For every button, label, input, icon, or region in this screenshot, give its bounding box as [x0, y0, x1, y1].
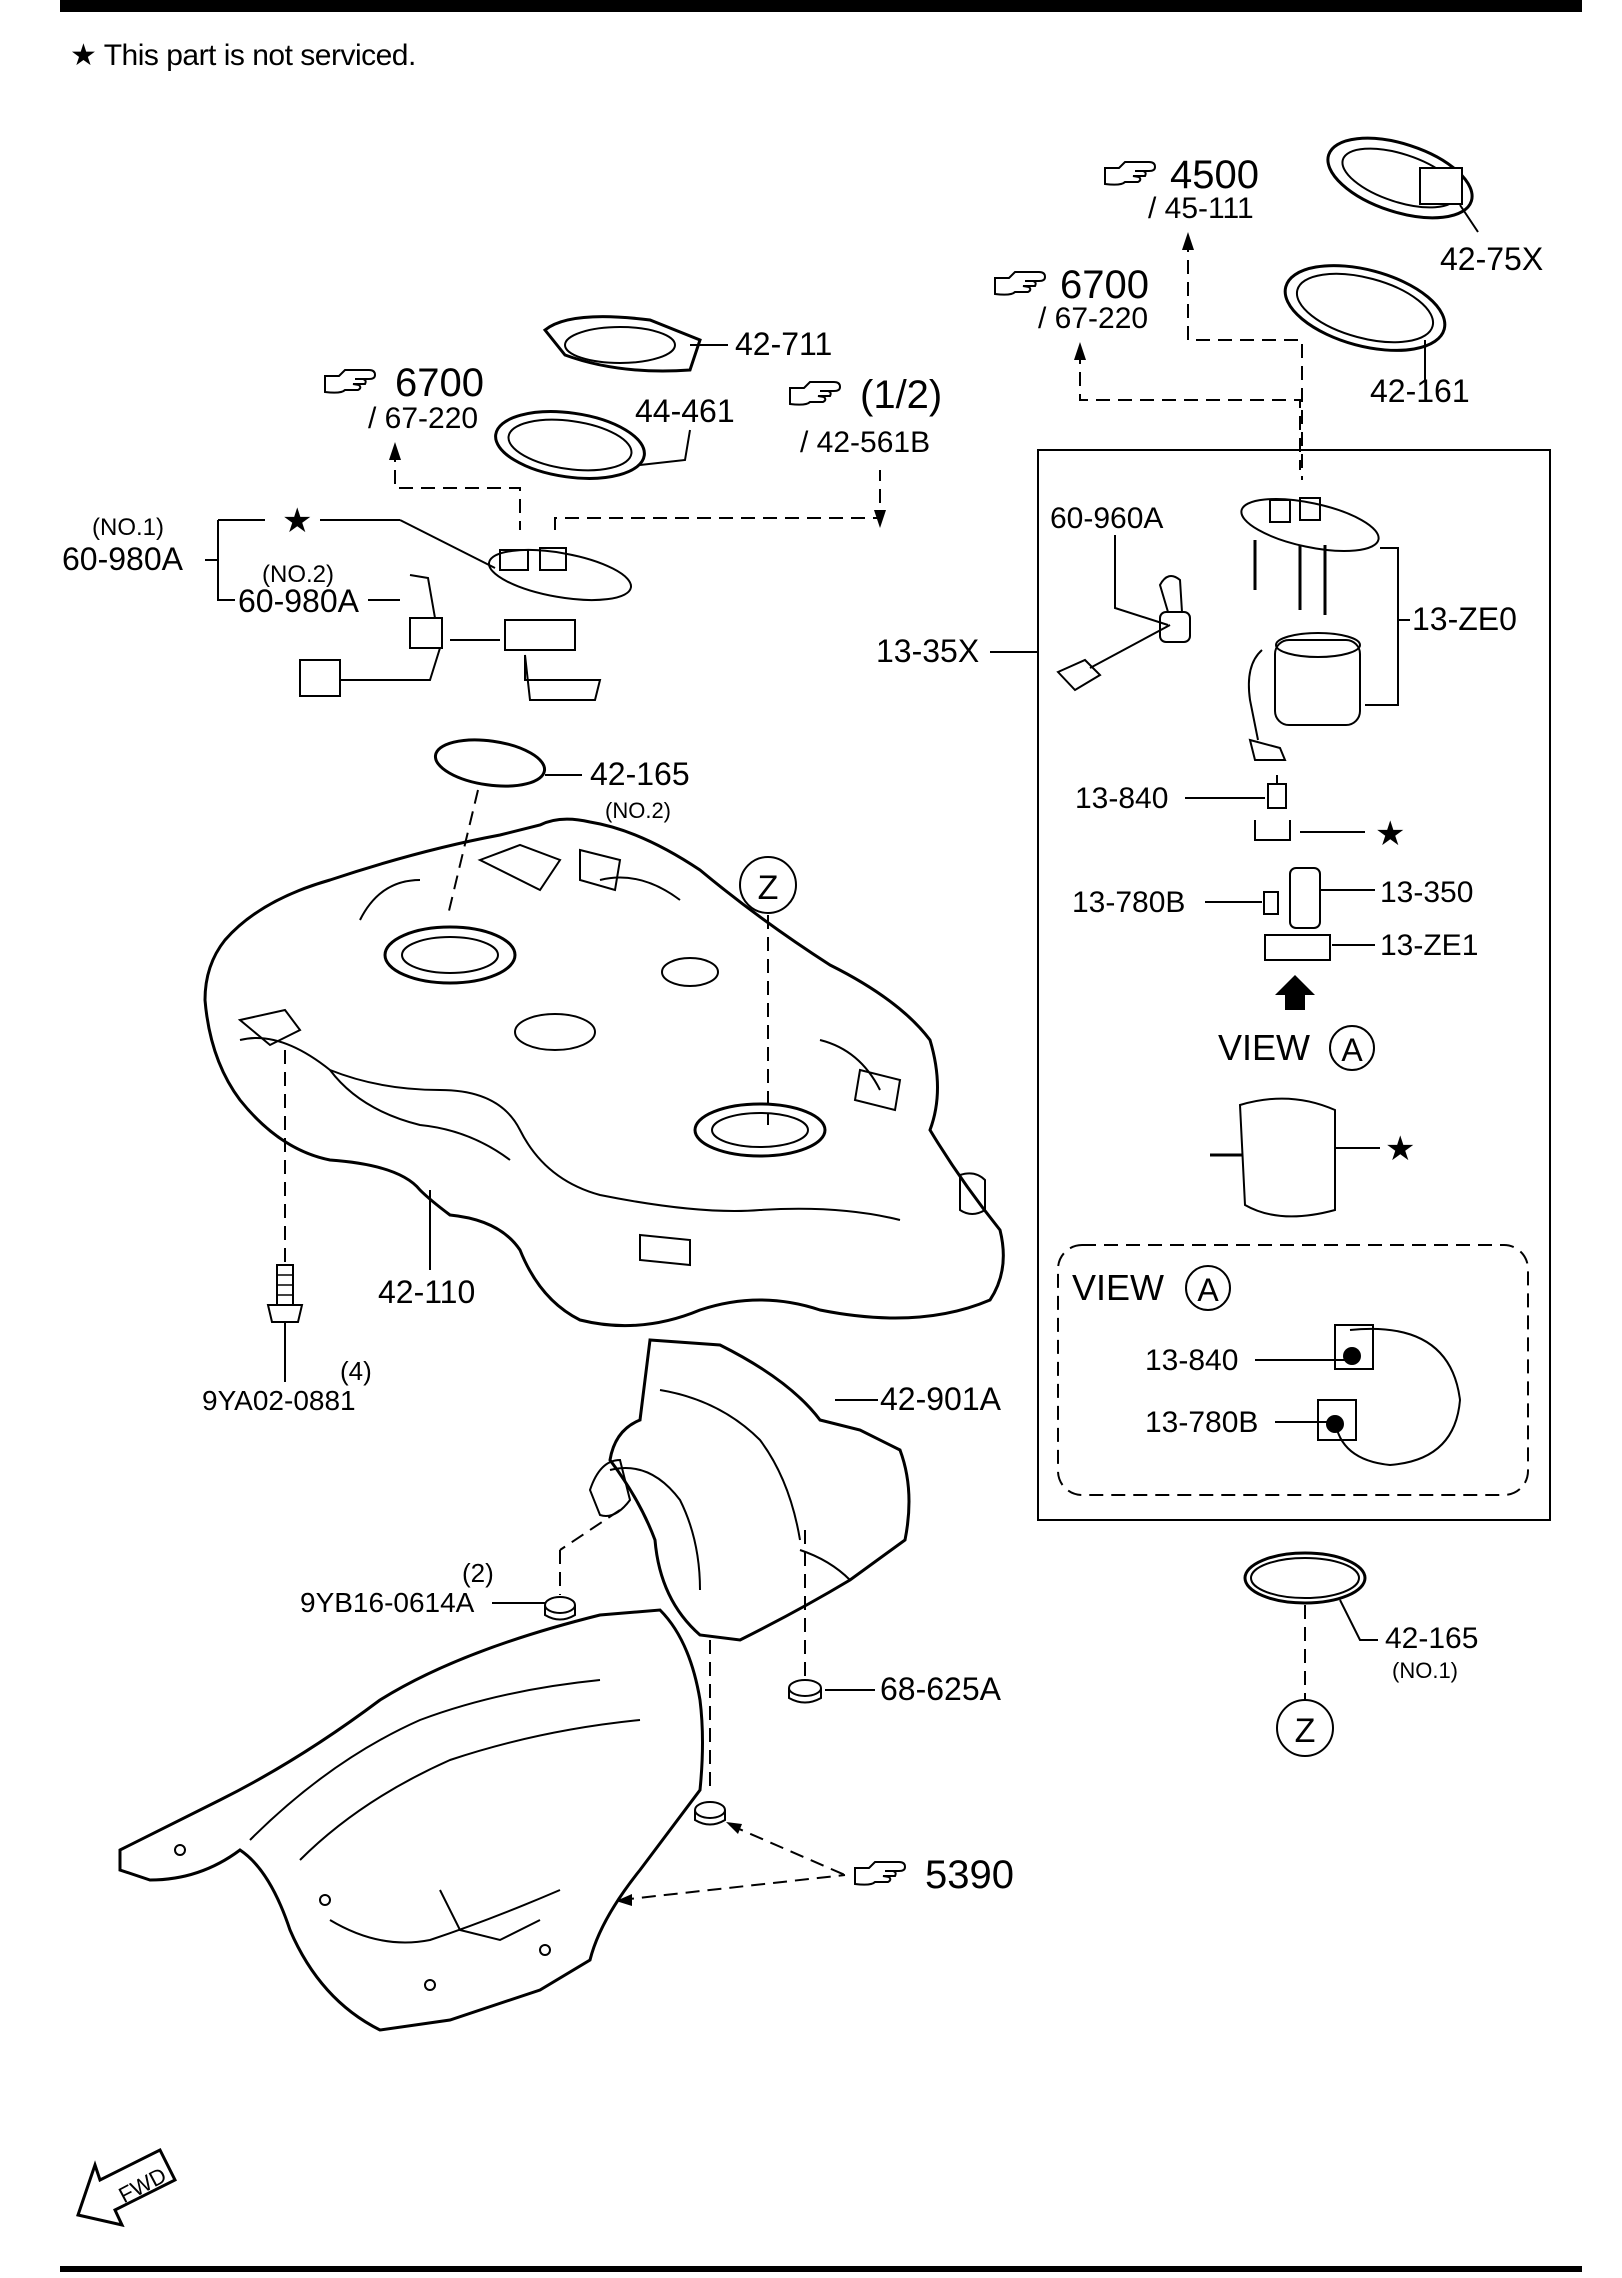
view-z-circle-right	[1276, 1699, 1334, 1757]
view-z-letter-center: Z	[758, 869, 779, 907]
view-a-detail-label: VIEW	[1072, 1267, 1164, 1308]
label-60-980a-no2-tag: (NO.2)	[262, 561, 334, 588]
pointing-hand-icon	[994, 271, 1046, 296]
star-icon-2: ★	[1385, 1130, 1415, 1168]
bracket-13-ze1	[1264, 934, 1375, 961]
view-a-label: VIEW	[1218, 1027, 1310, 1068]
label-60-980a-no1-tag: (NO.1)	[92, 514, 164, 541]
view-a-detail-letter: A	[1197, 1272, 1219, 1308]
view-direction-arrow-icon	[1275, 975, 1315, 1010]
ref-6700-right[interactable]: 6700 / 67-220	[994, 263, 1149, 335]
pointing-hand-icon	[789, 381, 841, 406]
pump-module-frame	[1037, 449, 1551, 1521]
view-a-detail-box	[1057, 1244, 1529, 1496]
filter-13-780b	[1263, 891, 1279, 915]
label-42-165-no1: 42-165	[1385, 1622, 1478, 1655]
label-42-75x: 42-75X	[1440, 241, 1543, 277]
gasket-42-165-no2	[433, 738, 547, 788]
label-42-165-no1-tag: (NO.1)	[1392, 1658, 1458, 1683]
heat-shield-42-901a	[588, 1338, 911, 1642]
label-42-161: 42-161	[1370, 373, 1470, 409]
ref-4500[interactable]: 4500 / 45-111	[1104, 153, 1259, 225]
retaining-ring-42-711	[542, 315, 728, 373]
ref-6700-left-page: / 67-220	[368, 402, 478, 435]
not-serviced-note: ★ This part is not serviced.	[70, 39, 416, 72]
gasket-42-161	[1283, 264, 1447, 380]
ref-6700-left-number: 6700	[395, 361, 484, 405]
fuel-pump-flange	[1240, 497, 1380, 615]
fuel-pump-module-left	[450, 547, 633, 701]
label-13-ze0: 13-ZE0	[1412, 601, 1517, 637]
ref-6700-right-page: / 67-220	[1038, 302, 1148, 335]
connector-60-980a	[299, 574, 443, 697]
label-42-110: 42-110	[378, 1274, 475, 1310]
label-9ya02-0881: 9YA02-0881	[202, 1385, 356, 1416]
view-a-circle	[1329, 1025, 1375, 1071]
label-13-780b: 13-780B	[1072, 886, 1185, 919]
ref-6700-left[interactable]: 6700 / 67-220	[324, 361, 484, 435]
fuel-tank-42-110	[203, 817, 1005, 1328]
ref-5390[interactable]: 5390	[854, 1853, 1014, 1897]
ref-6700-right-number: 6700	[1060, 263, 1149, 307]
gasket-42-165-no1	[1243, 1551, 1367, 1605]
fuel-pump-body	[1247, 632, 1361, 761]
pressure-regulator-13-840	[1267, 775, 1287, 809]
bolt-9ya02-0881	[266, 1264, 304, 1382]
star-icon-3: ★	[282, 502, 312, 540]
label-9yb16-0614a: 9YB16-0614A	[300, 1587, 475, 1618]
pointing-hand-icon	[854, 1861, 906, 1886]
ref-5390-number: 5390	[925, 1853, 1014, 1897]
label-13-780b-detail: 13-780B	[1145, 1406, 1258, 1439]
view-a-detail-drawing	[1317, 1324, 1462, 1467]
forward-arrow-icon: FWD	[76, 2147, 178, 2228]
label-42-901a: 42-901A	[880, 1381, 1002, 1417]
view-a-letter: A	[1341, 1032, 1363, 1068]
ref-1-2[interactable]: (1/2) / 42-561B	[789, 373, 942, 459]
view-z-circle-center	[739, 856, 797, 914]
gasket-44-461	[494, 410, 691, 480]
label-42-711: 42-711	[735, 326, 832, 362]
label-13-350: 13-350	[1380, 876, 1473, 909]
ref-1-2-page: / 42-561B	[800, 426, 930, 459]
label-60-980a-no2: 60-980A	[238, 583, 360, 619]
label-9ya02-qty: (4)	[340, 1356, 372, 1386]
label-68-625a: 68-625A	[880, 1671, 1002, 1707]
retaining-ring-42-75x	[1326, 136, 1479, 233]
ref-4500-number: 4500	[1170, 153, 1259, 197]
ref-1-2-number: (1/2)	[860, 373, 942, 417]
label-9yb16-qty: (2)	[462, 1558, 494, 1588]
star-icon: ★	[1375, 815, 1405, 853]
label-44-461: 44-461	[635, 393, 735, 429]
view-a-detail-circle	[1185, 1265, 1231, 1311]
label-42-165-no2-tag: (NO.2)	[605, 798, 671, 823]
clip-part	[1254, 820, 1365, 841]
nut-9yb16-0614a	[544, 1596, 576, 1621]
top-border	[60, 0, 1582, 12]
label-60-960a: 60-960A	[1050, 502, 1163, 535]
view-z-letter-right: Z	[1295, 1712, 1316, 1750]
under-cover	[118, 1608, 704, 2032]
pointing-hand-icon	[324, 369, 376, 394]
label-13-840-detail: 13-840	[1145, 1344, 1238, 1377]
fuel-pump-13-350	[1289, 867, 1375, 929]
fuel-sender-60-960a	[1056, 575, 1191, 692]
bottom-border	[60, 2266, 1582, 2272]
label-60-980a-no1: 60-980A	[62, 541, 184, 577]
ref-4500-page: / 45-111	[1148, 192, 1254, 225]
label-13-35x: 13-35X	[876, 633, 979, 669]
pump-reservoir-cup	[1210, 1097, 1380, 1218]
label-13-840: 13-840	[1075, 782, 1168, 815]
label-13-ze1: 13-ZE1	[1380, 929, 1478, 962]
pointing-hand-icon	[1104, 161, 1156, 186]
label-42-165-no2: 42-165	[590, 756, 690, 792]
nut-68-625a	[788, 1679, 822, 1704]
nut-cover	[694, 1801, 726, 1826]
